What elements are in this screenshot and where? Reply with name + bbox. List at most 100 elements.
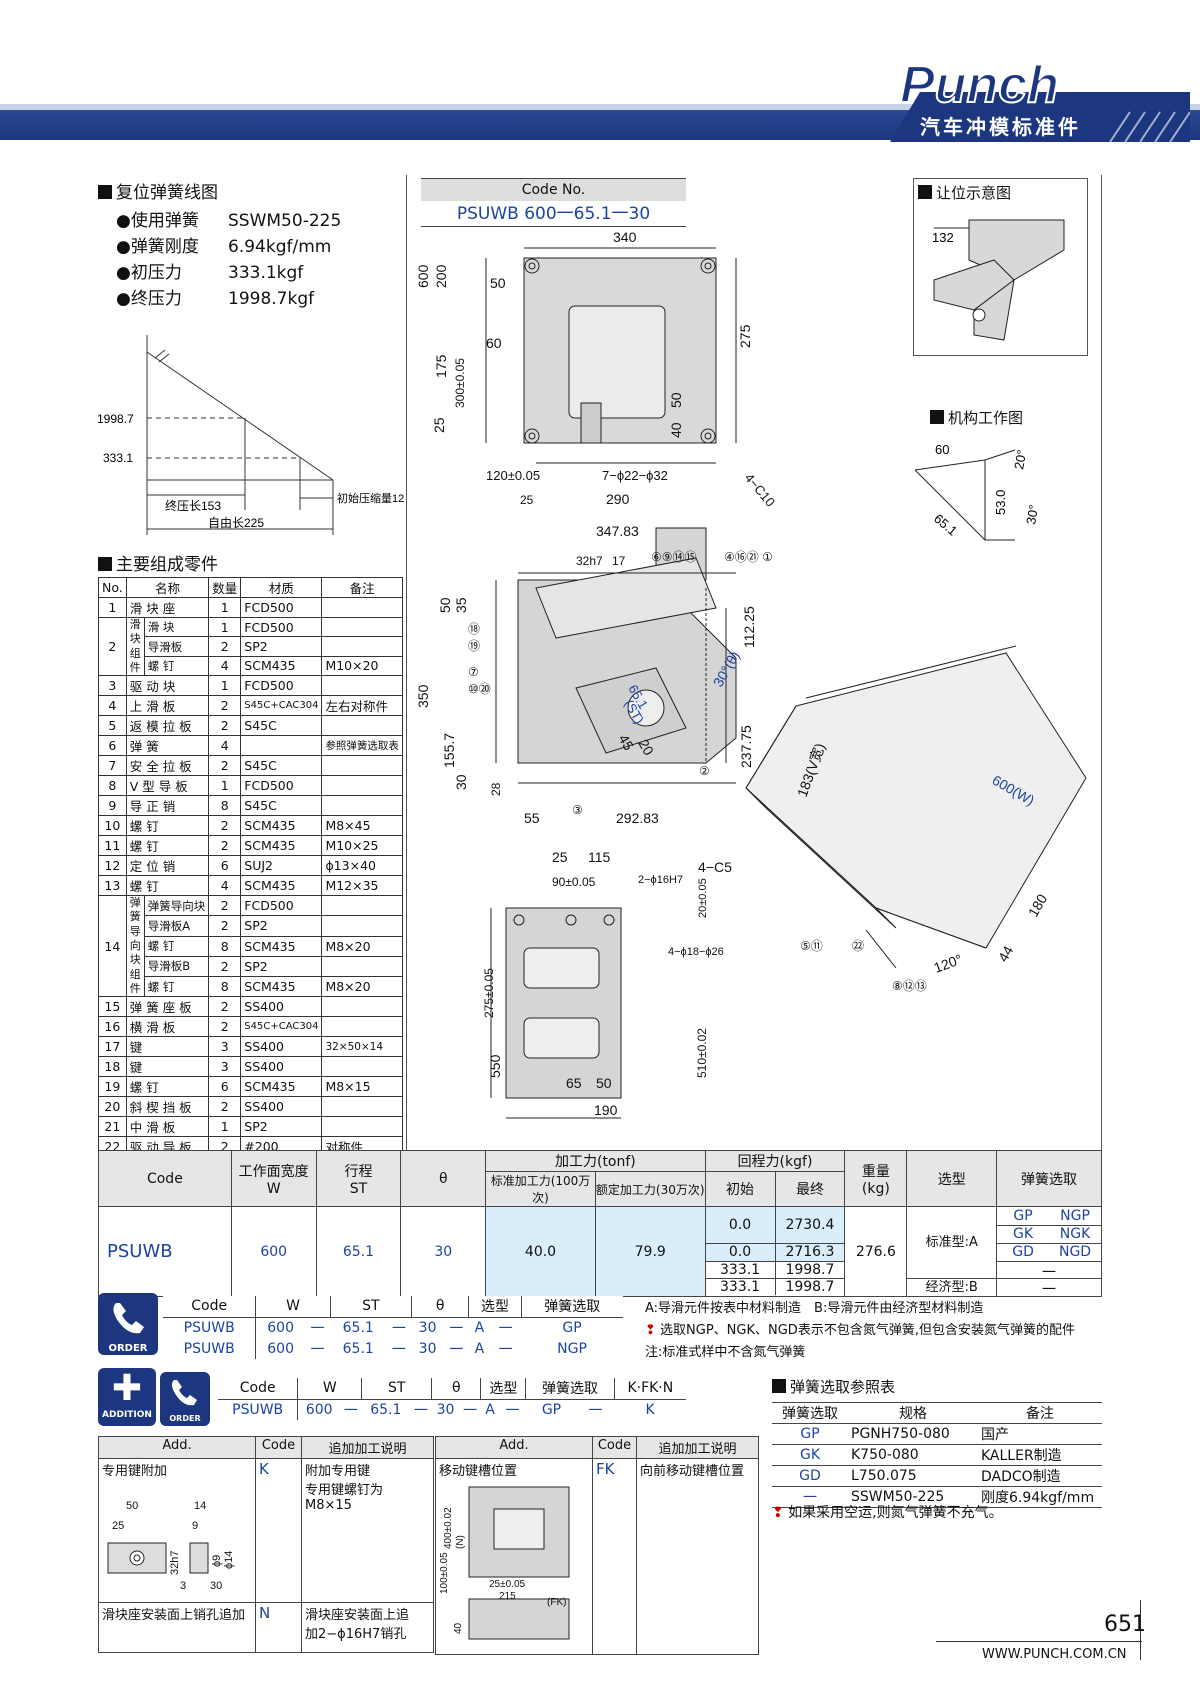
parts-cell — [321, 597, 403, 618]
parts-cell: S45C — [240, 755, 323, 777]
add-fk-desc: 向前移动键槽位置 — [636, 1458, 759, 1655]
add-table-left: Add. Code 追加加工说明 专用键附加 50 14 25 9 32h7 ϕ… — [98, 1436, 434, 1653]
k-key-diagram: 50 14 25 9 32h7 ϕ9 ϕ14 3 30 — [107, 1500, 235, 1592]
ref-note: 国产 — [978, 1423, 1102, 1445]
order-h: 选型 — [468, 1296, 522, 1318]
parts-cell: 6 — [208, 1076, 242, 1098]
add-fk-cell: 移动键槽位置 400±0.02 (N) 100±0.05 25±0.05 215… — [435, 1458, 593, 1655]
parts-cell: 8 — [98, 775, 127, 797]
spec-h-code: Code — [98, 1150, 232, 1207]
parts-cell: SCM435 — [240, 1076, 323, 1098]
spring-section-title: 复位弹簧线图 — [98, 178, 218, 203]
ref-note: KALLER制造 — [978, 1444, 1102, 1466]
ret-r1: 0.0 — [705, 1242, 776, 1261]
spec-value: 6.94kgf/mm — [228, 237, 332, 257]
add-order-h: W — [297, 1378, 363, 1400]
brand-text: Punch — [900, 56, 1059, 114]
parts-cell — [321, 715, 403, 737]
addition-label: ADDITION — [102, 1410, 152, 1420]
spec-h-spring: 弹簧选取 — [996, 1150, 1102, 1207]
add-n-code: N — [255, 1602, 302, 1653]
spring-opt: GD — [1012, 1243, 1034, 1260]
parts-cell: S45C — [240, 715, 323, 737]
dim-237: 237.75 — [738, 725, 754, 768]
warning-icon: ❢ — [645, 1323, 656, 1338]
footer-divider — [1140, 1600, 1141, 1660]
parts-cell: SS400 — [240, 1036, 323, 1058]
balloon-22: ㉒ — [852, 939, 864, 953]
dim-155: 155.7 — [441, 733, 457, 768]
ref-note: DADCO制造 — [978, 1465, 1102, 1487]
add-table-right: Add. Code 追加加工说明 移动键槽位置 400±0.02 (N) 100… — [435, 1436, 759, 1655]
parts-cell: 32×50×14 — [321, 1036, 403, 1058]
parts-cell: 3 — [208, 1056, 242, 1078]
parts-cell: 17 — [98, 1036, 127, 1058]
parts-cell: SP2 — [240, 1116, 323, 1138]
dim-292: 292.83 — [616, 810, 659, 826]
order-h: θ — [411, 1296, 470, 1318]
parts-header: 名称 — [125, 577, 210, 598]
spec-weight: 276.6 — [844, 1206, 908, 1297]
dim-20: 20 — [635, 737, 657, 759]
parts-cell: SP2 — [240, 636, 323, 657]
parts-header: 数量 — [208, 577, 242, 598]
spec-value: 333.1kgf — [228, 263, 304, 283]
add-order-h: 选型 — [480, 1378, 527, 1400]
order-cell: 一 — [391, 1341, 406, 1358]
parts-cell: 螺 钉 — [143, 655, 210, 677]
order-note-2: ❢ 选取NGP、NGK、NGD表示不包含氮气弹簧,但包含安装氮气弹簧的配件 — [645, 1319, 1075, 1338]
parts-cell: SCM435 — [240, 935, 323, 957]
parts-cell: 2 — [208, 715, 242, 737]
fkdim: 215 — [499, 1591, 516, 1602]
parts-cell: S45C — [240, 795, 323, 817]
fkdim: 25±0.05 — [489, 1579, 526, 1590]
parts-cell: 19 — [98, 1076, 127, 1098]
order-cell: A — [474, 1319, 485, 1336]
parts-cell: M8×20 — [321, 935, 403, 957]
ref-note: 刚度6.94kgf/mm — [978, 1486, 1102, 1508]
dim-115: 115 — [588, 849, 611, 865]
ref-code: GD — [772, 1465, 848, 1487]
parts-cell: 1 — [208, 775, 242, 797]
ret-r2: 2730.4 — [775, 1207, 845, 1243]
parts-cell — [321, 1016, 403, 1038]
spec-h-type: 选型 — [906, 1150, 998, 1207]
spec-h-w: 工作面宽度 W — [230, 1150, 317, 1207]
parts-cell: SP2 — [240, 915, 323, 937]
parts-cell: 中 滑 板 — [125, 1116, 210, 1138]
kdim: 25 — [112, 1520, 124, 1532]
warning-icon: ❢ — [772, 1505, 784, 1521]
phone-icon — [113, 1303, 144, 1334]
kdim: 14 — [194, 1500, 206, 1512]
parts-cell: FCD500 — [240, 675, 323, 697]
technical-drawing: 340 600 200 50 60 175 300±0.05 25 275 50… — [415, 229, 1087, 1119]
order-cell: PSUWB — [163, 1317, 257, 1338]
parts-cell: 13 — [98, 875, 127, 897]
spring-opt: GP — [1013, 1207, 1033, 1224]
kdim: 50 — [126, 1500, 138, 1512]
dim-60: 60 — [486, 335, 502, 351]
mech-53: 53.0 — [993, 490, 1008, 515]
parts-cell: M8×20 — [321, 975, 403, 998]
add-h: Add. — [435, 1436, 593, 1459]
parts-cell: 8 — [208, 935, 242, 957]
add-fk-code: FK — [592, 1458, 637, 1655]
parts-cell: S45C+CAC304 — [240, 695, 323, 717]
add-order-cell: 一 — [588, 1402, 603, 1419]
add-order-h: ST — [361, 1378, 433, 1400]
ref-spec: SSWM50-225 — [848, 1486, 978, 1508]
spec-h-r1: 初始 — [704, 1171, 776, 1207]
order-cell: A — [474, 1340, 485, 1357]
parts-cell — [321, 915, 403, 937]
parts-cell: 导滑板B — [143, 955, 210, 978]
fkdim: 40 — [453, 1622, 464, 1634]
